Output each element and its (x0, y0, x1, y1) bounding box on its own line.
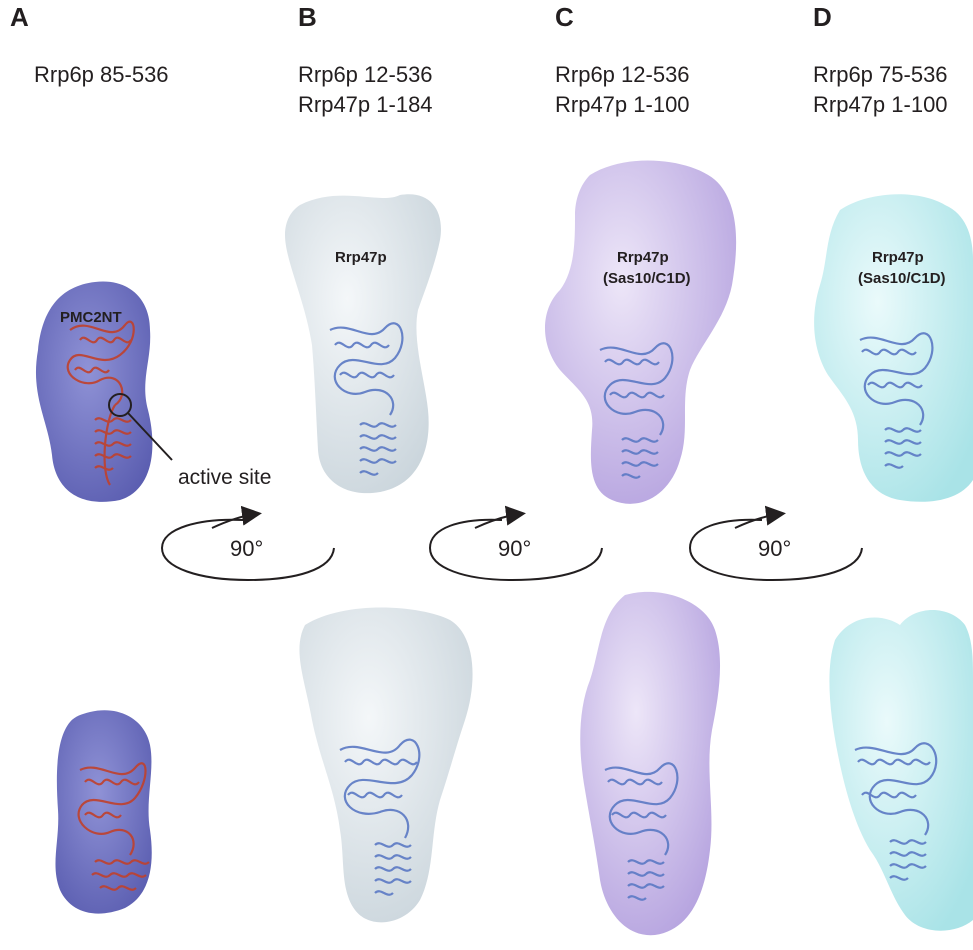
label-rrp47-d-line1: Rrp47p (872, 249, 924, 266)
envelope-d-top (814, 194, 973, 501)
rotation-arrow-2: 90° (430, 514, 602, 580)
envelope-b-bottom (299, 608, 472, 923)
label-rrp47-d-line2: (Sas10/C1D) (858, 270, 946, 287)
label-rrp47-c-line2: (Sas10/C1D) (603, 270, 691, 287)
rotation-arrow-3: 90° (690, 514, 862, 580)
envelope-d-bottom (829, 610, 973, 931)
label-rrp47-b: Rrp47p (335, 249, 387, 266)
envelope-a-bottom (55, 710, 151, 913)
label-rrp47-c-line1: Rrp47p (617, 249, 669, 266)
rotation-label: 90° (758, 536, 791, 561)
rotation-label: 90° (498, 536, 531, 561)
rotation-label: 90° (230, 536, 263, 561)
label-pmc2nt: PMC2NT (60, 309, 122, 326)
rotation-arrow-1: 90° (162, 514, 334, 580)
label-active-site: active site (178, 466, 271, 489)
